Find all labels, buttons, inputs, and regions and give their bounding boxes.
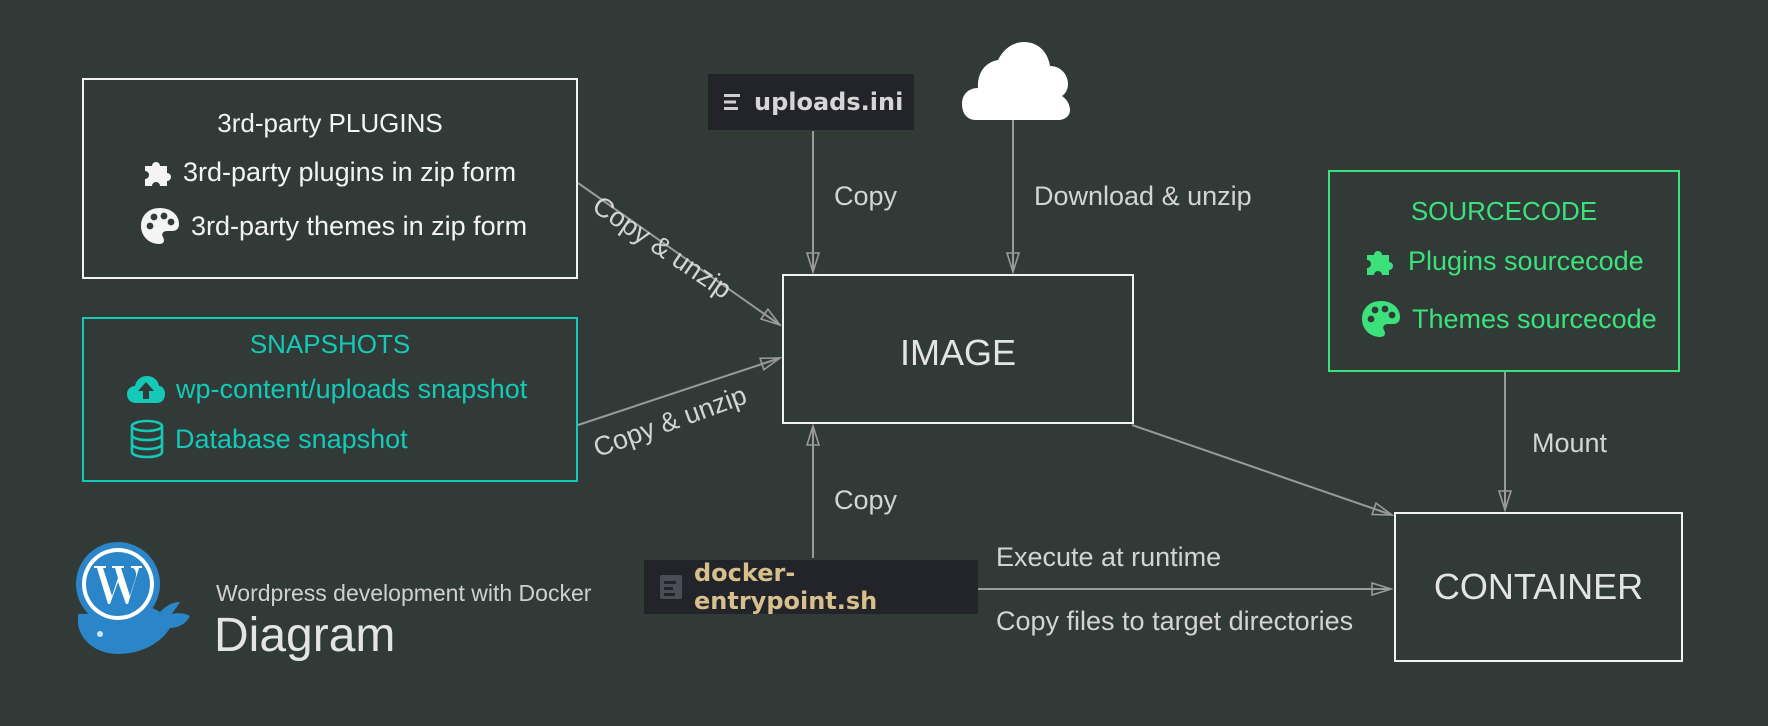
palette-icon bbox=[141, 208, 179, 244]
cloud-icon bbox=[962, 42, 1070, 120]
database-icon bbox=[130, 419, 164, 459]
database-snapshot-item: Database snapshot bbox=[129, 419, 408, 459]
image-box: IMAGE bbox=[782, 274, 1134, 424]
puzzle-icon bbox=[1367, 251, 1393, 275]
image-label: IMAGE bbox=[899, 332, 1016, 373]
script-file-icon bbox=[660, 575, 682, 599]
themes-sourcecode-item: Themes sourcecode bbox=[1360, 299, 1657, 339]
plugins-box: 3rd-party PLUGINS 3rd-party plugins in z… bbox=[82, 78, 578, 279]
puzzle-icon bbox=[145, 162, 171, 186]
container-label: CONTAINER bbox=[1433, 566, 1644, 607]
edge-label-uploads-copy: Copy bbox=[834, 181, 898, 211]
edge-label-mount: Mount bbox=[1532, 428, 1608, 458]
plugins-sourcecode-item: Plugins sourcecode bbox=[1362, 245, 1644, 277]
themes-item-label: 3rd-party themes in zip form bbox=[191, 210, 528, 241]
uploads-snapshot-label: wp-content/uploads snapshot bbox=[176, 374, 528, 404]
arrow-image-to-container bbox=[1131, 424, 1392, 516]
plugins-item-label: 3rd-party plugins in zip form bbox=[183, 156, 517, 187]
sourcecode-title: SOURCECODE bbox=[1410, 196, 1598, 226]
plugins-title: 3rd-party PLUGINS bbox=[217, 108, 443, 138]
palette-icon bbox=[1362, 301, 1400, 337]
sourcecode-box: SOURCECODE Plugins sourcecode Themes sou… bbox=[1328, 170, 1680, 372]
arrow-snapshots-to-image bbox=[577, 357, 780, 426]
edge-label-cloud-download: Download & unzip bbox=[1034, 181, 1252, 211]
text-lines-icon bbox=[724, 94, 740, 110]
container-box: CONTAINER bbox=[1394, 512, 1683, 662]
cloud-upload-icon bbox=[127, 375, 165, 403]
themes-item-zip: 3rd-party themes in zip form bbox=[139, 206, 527, 246]
wordpress-docker-logo bbox=[76, 542, 190, 654]
uploads-ini-file: uploads.ini bbox=[708, 74, 914, 130]
edge-label-entrypoint-copy: Copy bbox=[834, 485, 898, 515]
plugins-sourcecode-label: Plugins sourcecode bbox=[1408, 245, 1644, 276]
uploads-ini-label: uploads.ini bbox=[754, 88, 904, 116]
edge-label-copy-files: Copy files to target directories bbox=[996, 606, 1354, 636]
diagram-subtitle: Wordpress development with Docker bbox=[216, 580, 592, 606]
diagram-title: Diagram bbox=[214, 609, 396, 662]
plugins-item-zip: 3rd-party plugins in zip form bbox=[141, 156, 516, 188]
entrypoint-file: docker-entrypoint.sh bbox=[644, 559, 978, 615]
arrow-plugins-to-image bbox=[577, 182, 780, 325]
database-snapshot-label: Database snapshot bbox=[175, 423, 408, 454]
edge-label-execute-runtime: Execute at runtime bbox=[996, 542, 1222, 572]
uploads-snapshot-item: wp-content/uploads snapshot bbox=[126, 374, 527, 405]
snapshots-box: SNAPSHOTS wp-content/uploads snapshot Da… bbox=[82, 317, 578, 482]
snapshots-title: SNAPSHOTS bbox=[249, 329, 411, 359]
entrypoint-label: docker-entrypoint.sh bbox=[694, 559, 878, 615]
themes-sourcecode-label: Themes sourcecode bbox=[1412, 303, 1657, 334]
